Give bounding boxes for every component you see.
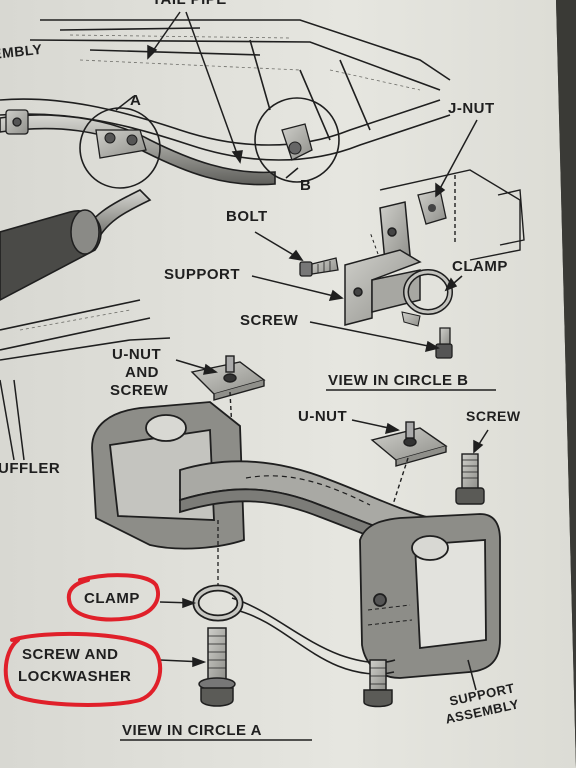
- label-bolt: BOLT: [226, 208, 268, 225]
- label-u-nut: U-NUT: [298, 408, 348, 425]
- screw-b-part: [435, 327, 453, 359]
- label-muffler: MUFFLER: [0, 460, 61, 477]
- screw-right-bottom-part: [363, 659, 393, 708]
- label-j-nut: J-NUT: [448, 100, 495, 117]
- u-nut-right-part: [370, 421, 448, 521]
- label-tail-pipe: TAIL PIPE: [152, 0, 227, 8]
- left-pipe-clamp: [5, 109, 29, 135]
- label-u-nut-and-screw-1: U-NUT: [112, 346, 162, 363]
- red-highlight-clamp: [66, 573, 160, 622]
- leaders-view-b: [251, 119, 478, 353]
- leaders-view-a: [159, 359, 489, 691]
- screw-right-part: [455, 453, 485, 505]
- bracket-b-wall: [379, 169, 525, 261]
- frame-hatching: [19, 34, 421, 331]
- detail-circle-b: [254, 97, 340, 183]
- label-clamp-b: CLAMP: [452, 258, 508, 275]
- clamp-b-ring: [401, 269, 453, 327]
- detail-circle-a: [79, 107, 161, 189]
- label-support: SUPPORT: [164, 266, 241, 283]
- red-highlight-screw-lockwasher: [3, 631, 163, 707]
- view-underlines: [120, 389, 496, 741]
- label-screw-a: SCREW: [466, 408, 521, 424]
- label-circle-a: A: [130, 92, 142, 109]
- label-clamp-a: CLAMP: [84, 590, 140, 607]
- frame-rails: [0, 19, 451, 361]
- bolt-b-part: [299, 257, 339, 277]
- label-u-nut-and-screw-3: SCREW: [110, 382, 169, 399]
- label-screw-and-lockwasher-1: SCREW AND: [22, 646, 119, 663]
- j-nut-part: [417, 189, 447, 225]
- label-circle-b: B: [300, 177, 312, 194]
- label-screw-and-lockwasher-2: LOCKWASHER: [18, 668, 132, 685]
- label-view-circle-a: VIEW IN CIRCLE A: [122, 722, 262, 739]
- screw-lockwasher-part: [198, 627, 236, 707]
- muffler-body: [0, 209, 102, 301]
- tail-pipe-leaders: [115, 11, 299, 179]
- vertical-hangers: [0, 379, 25, 461]
- label-view-circle-b: VIEW IN CIRCLE B: [328, 372, 469, 389]
- label-screw-b: SCREW: [240, 312, 299, 329]
- label-u-nut-and-screw-2: AND: [125, 364, 159, 381]
- table-edge: [556, 0, 576, 768]
